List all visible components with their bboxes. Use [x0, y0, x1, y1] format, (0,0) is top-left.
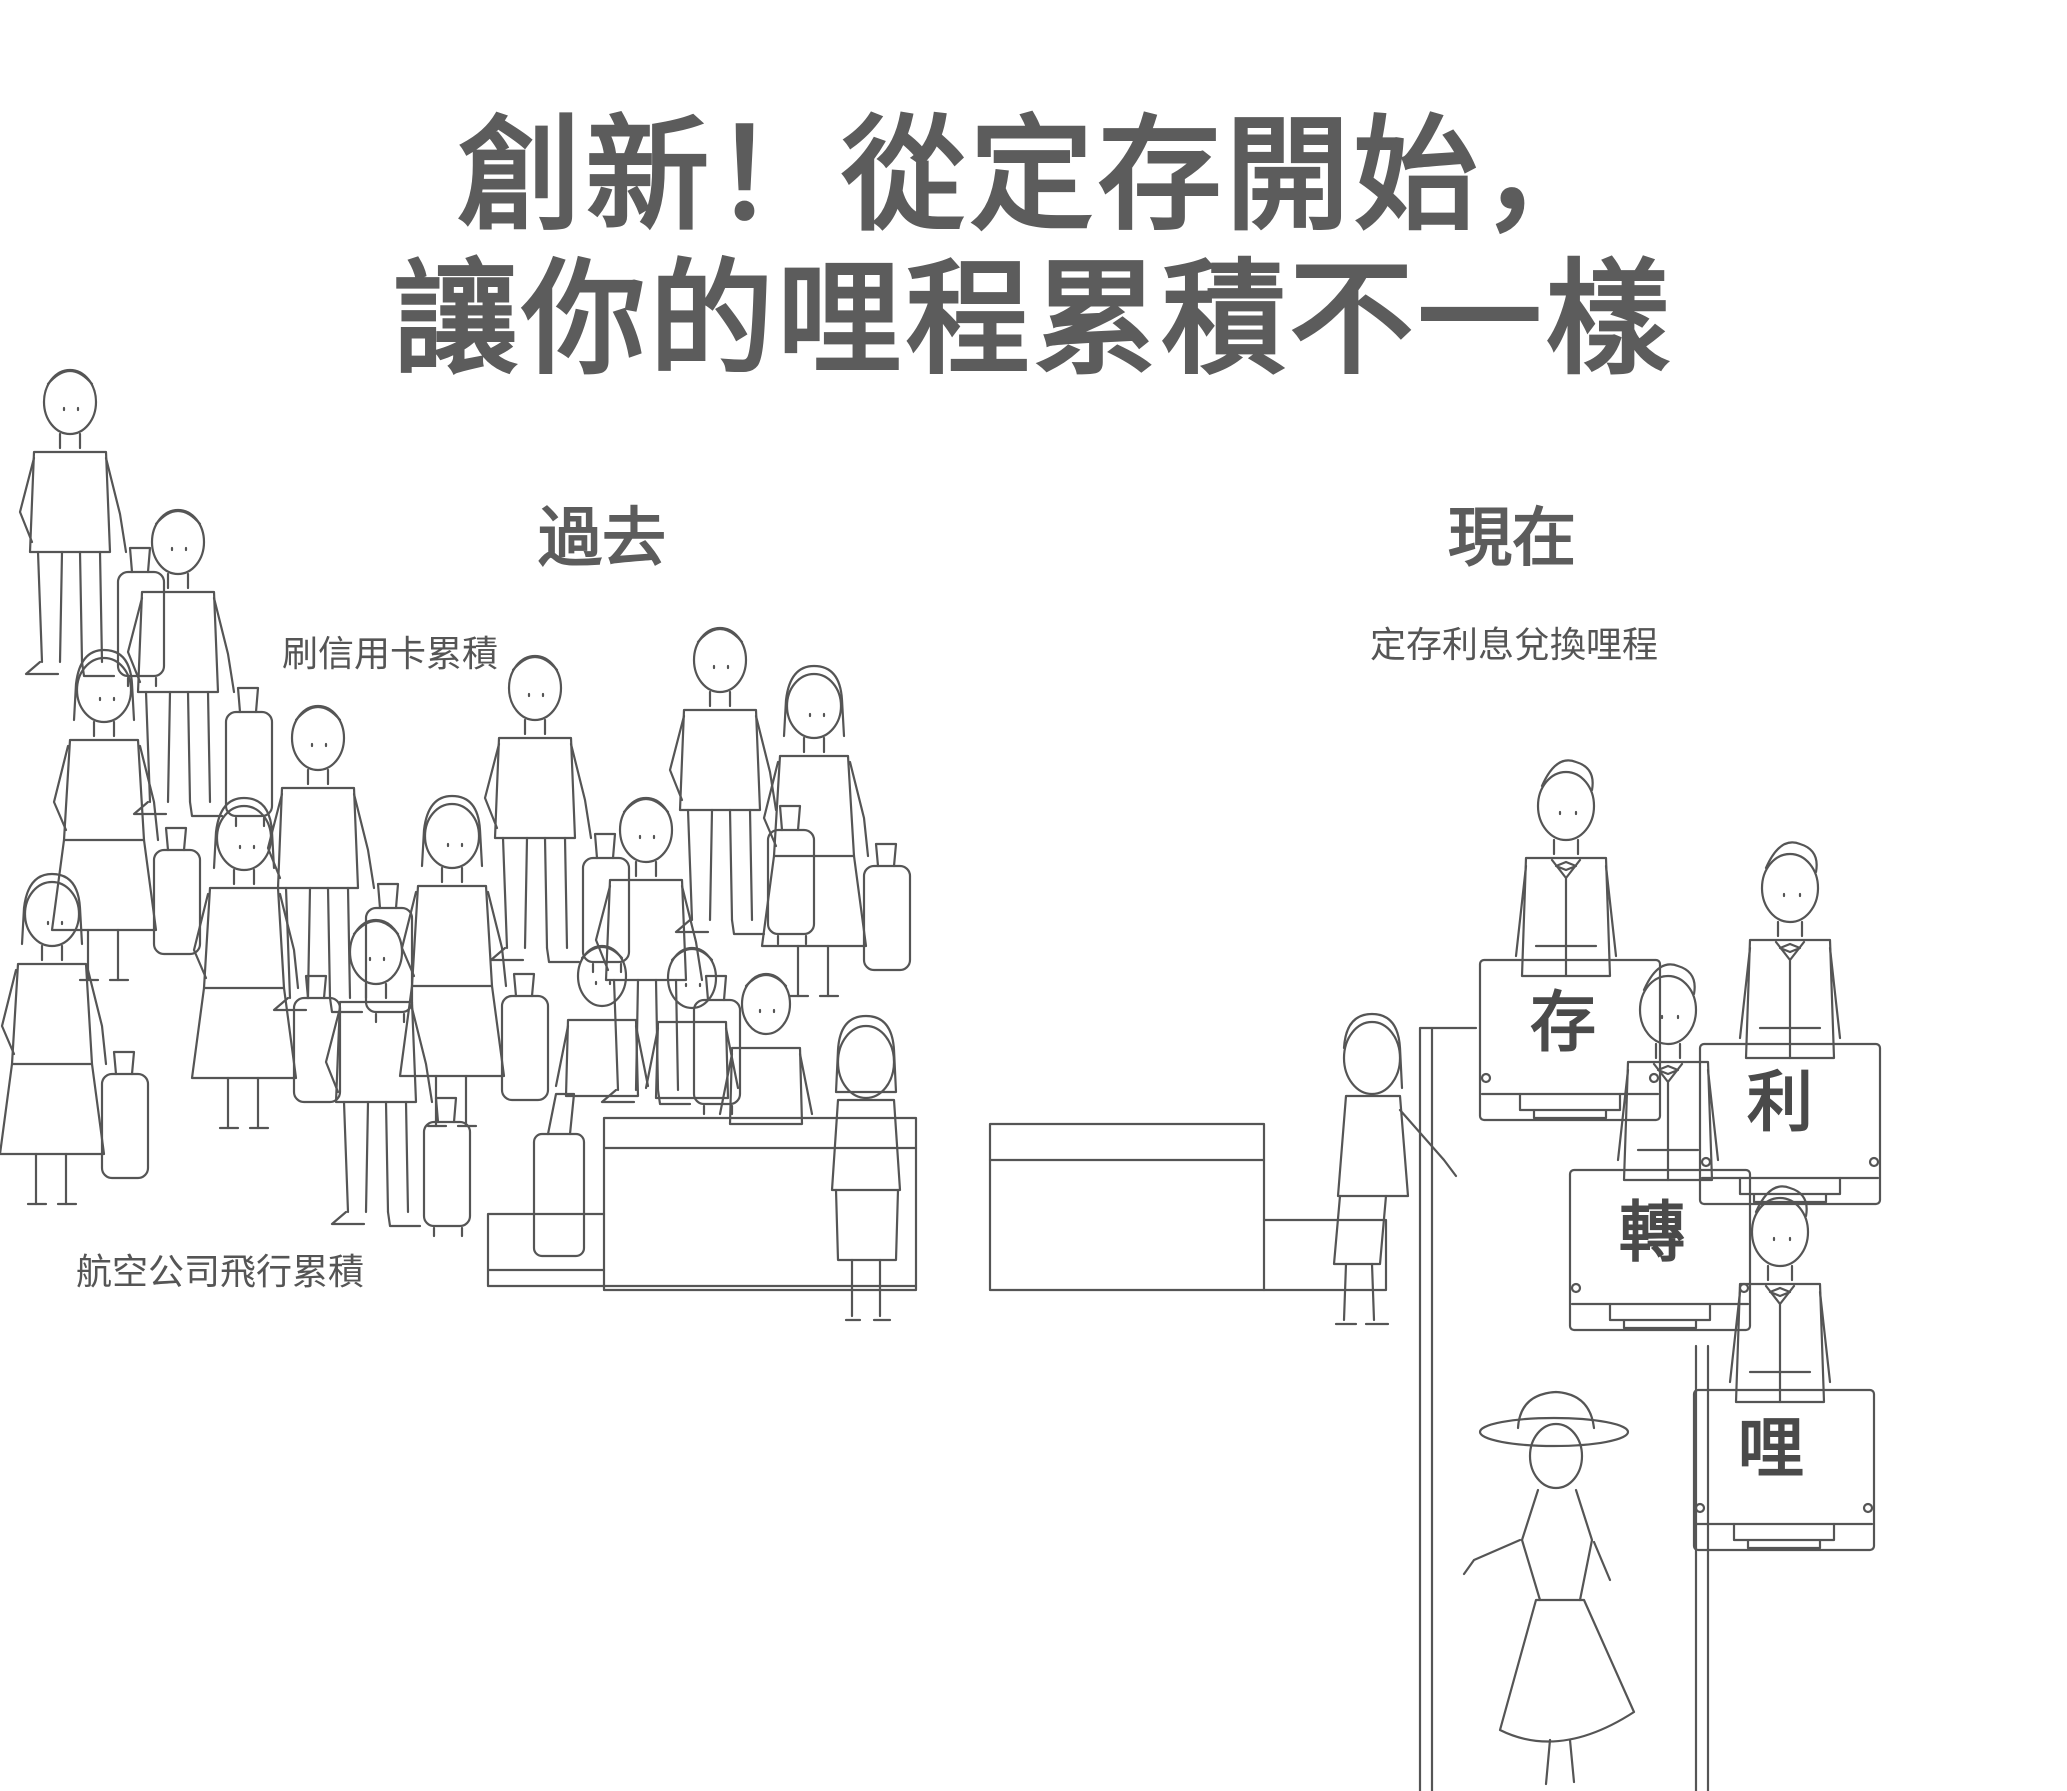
sign-char-1: 存: [1530, 984, 1596, 1061]
sign-char-2: 利: [1747, 1064, 1813, 1141]
title-line-1: 創新！從定存開始，: [457, 104, 1610, 248]
now-heading: 現在: [1448, 502, 1576, 576]
sign-char-3: 轉: [1619, 1194, 1685, 1271]
airline-caption: 航空公司飛行累積: [76, 1252, 365, 1293]
past-heading: 過去: [538, 502, 666, 576]
title-line-2: 讓你的哩程累積不一樣: [393, 248, 1674, 392]
credit-card-caption: 刷信用卡累積: [282, 634, 499, 675]
deposit-caption: 定存利息兌換哩程: [1370, 625, 1659, 666]
sign-char-4: 哩: [1738, 1410, 1804, 1487]
